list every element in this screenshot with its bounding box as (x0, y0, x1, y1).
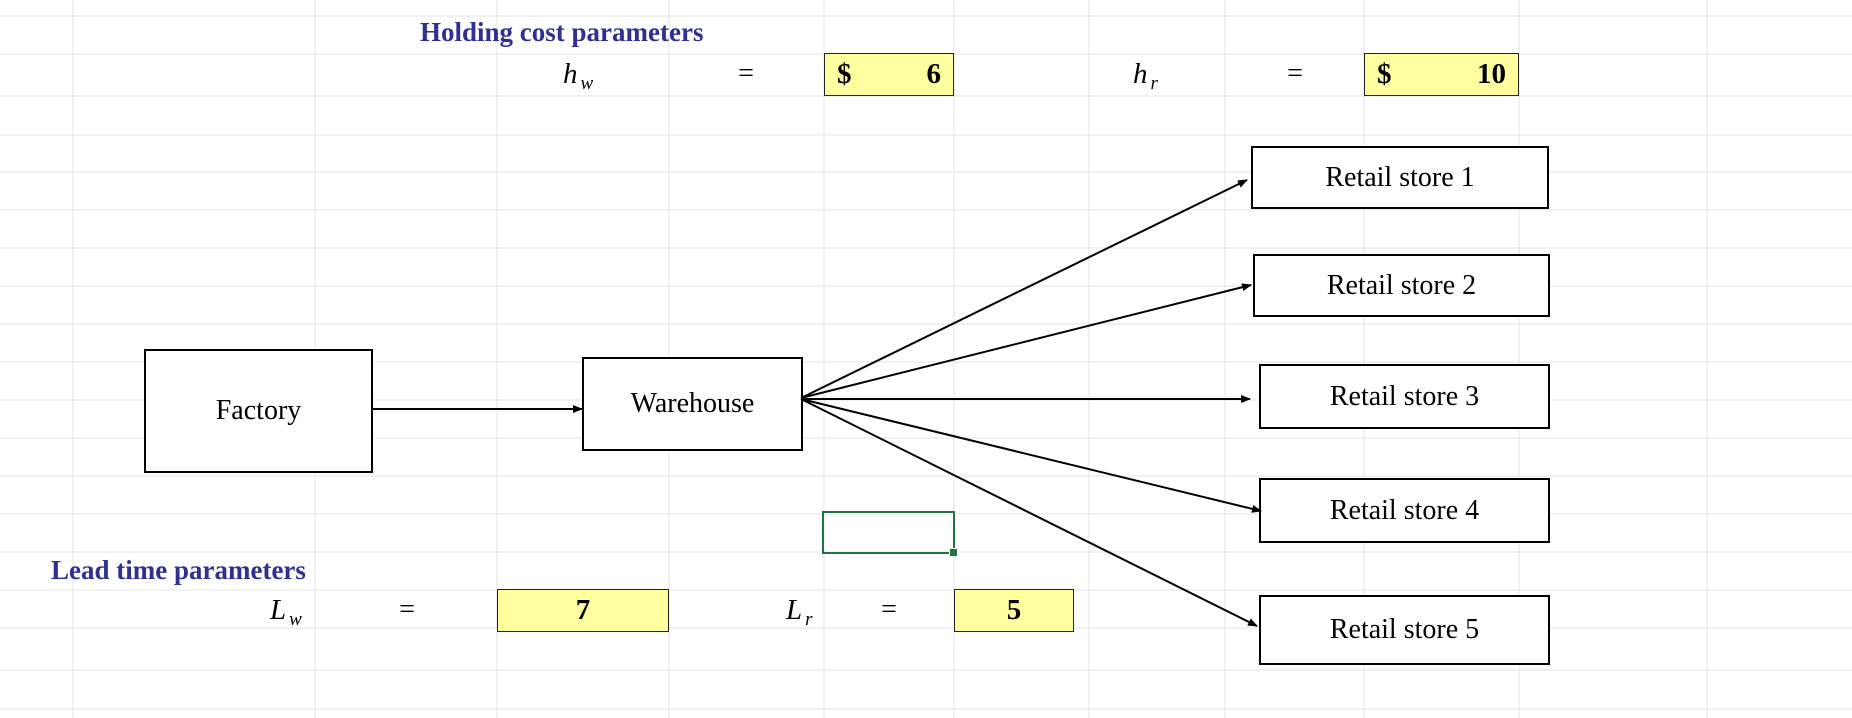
active-cell-selection[interactable] (822, 511, 958, 557)
factory-box[interactable]: Factory (144, 349, 373, 473)
hw-currency: $ (837, 58, 852, 90)
hr-equals: = (1287, 58, 1303, 89)
hr-currency: $ (1377, 58, 1392, 90)
holding-cost-title: Holding cost parameters (420, 17, 704, 47)
hr-value-cell[interactable]: $ 10 (1364, 53, 1519, 96)
retail-store-1-box[interactable]: Retail store 1 (1251, 146, 1549, 209)
hw-value-cell[interactable]: $ 6 (824, 53, 954, 96)
lead-time-title: Lead time parameters (51, 555, 306, 585)
fill-handle[interactable] (949, 548, 958, 557)
lw-value: 7 (575, 594, 591, 626)
lr-value: 5 (1006, 594, 1022, 626)
hw-value: 6 (926, 58, 942, 90)
retail-store-5-box[interactable]: Retail store 5 (1259, 595, 1550, 665)
lr-equals: = (881, 594, 897, 625)
retail-store-2-box[interactable]: Retail store 2 (1253, 254, 1550, 317)
retail-store-4-box[interactable]: Retail store 4 (1259, 478, 1550, 543)
lr-value-cell[interactable]: 5 (954, 589, 1074, 632)
hw-equals: = (738, 58, 754, 89)
warehouse-box[interactable]: Warehouse (582, 357, 803, 451)
lw-equals: = (399, 594, 415, 625)
retail-store-3-box[interactable]: Retail store 3 (1259, 364, 1550, 429)
lw-value-cell[interactable]: 7 (497, 589, 669, 632)
hr-value: 10 (1477, 58, 1506, 90)
